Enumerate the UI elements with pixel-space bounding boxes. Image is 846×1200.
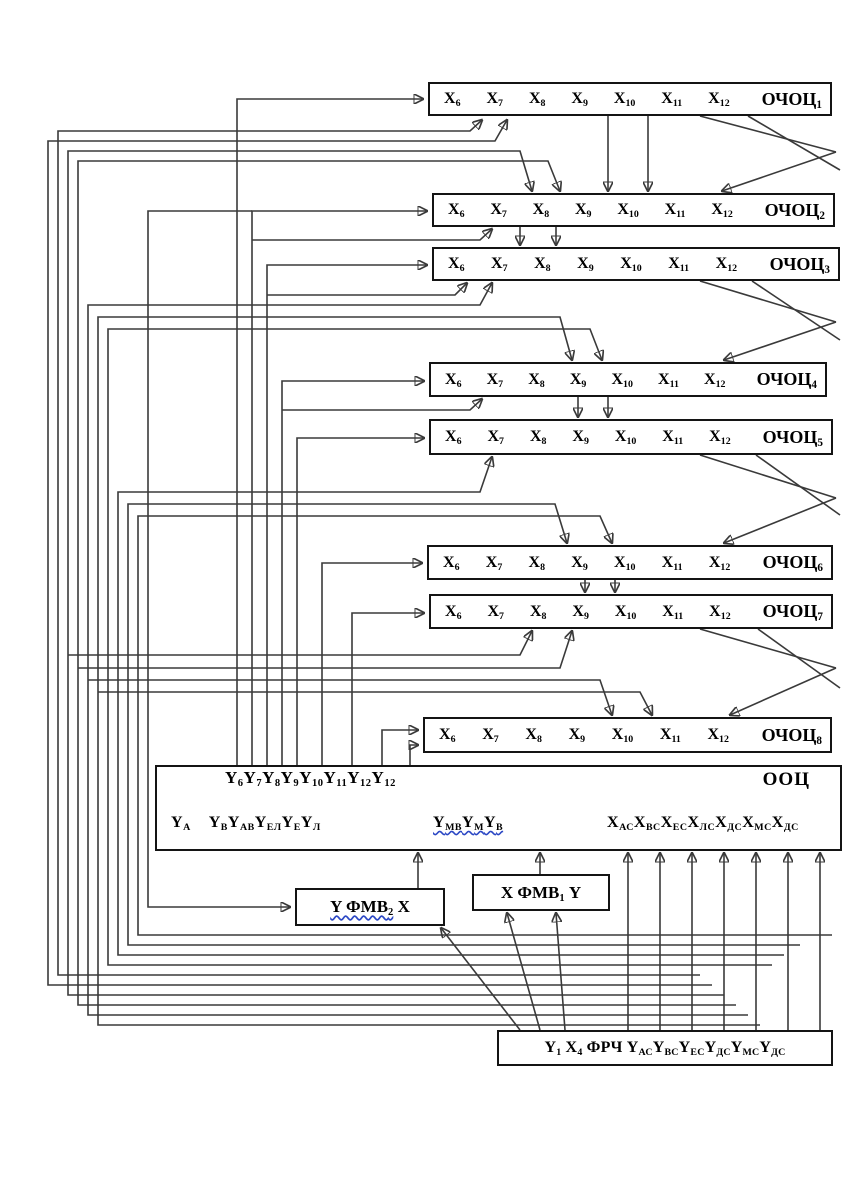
x-cell: X8 [528, 553, 546, 573]
x-cell: X11 [662, 428, 684, 447]
x-cell: X6 [445, 428, 462, 447]
ochoc-label: ОЧОЦ7 [762, 601, 823, 624]
x-cell: X12 [704, 370, 726, 390]
x-cell: X9 [568, 726, 586, 745]
x-cell: X9 [577, 255, 594, 274]
x-cell: X10 [617, 201, 639, 220]
x-cell: X10 [620, 255, 642, 274]
x-cell: X9 [574, 201, 592, 220]
x-cell: X11 [661, 90, 683, 109]
x-cell: X8 [532, 201, 550, 220]
x-cell: X7 [487, 602, 504, 622]
ochoc-label: ОЧОЦ5 [762, 426, 823, 449]
x-cell: X11 [664, 201, 686, 220]
x-cell: X12 [708, 553, 731, 573]
x-cell: X6 [448, 201, 465, 220]
x-cell: X12 [709, 428, 731, 447]
x-cell: X6 [444, 90, 461, 109]
x-cell: X6 [445, 370, 462, 390]
frch-text: Y1 X4 ФРЧ YАСYВСYЕСYДСYМСYДС [544, 1039, 786, 1058]
x-cell: X9 [572, 428, 589, 447]
x-cell: X10 [613, 90, 636, 109]
ochoc-box-5: X6 X7 X8 X9 X10 X11 X12 ОЧОЦ5 [429, 419, 833, 455]
fmv2-box: Y ФМВ2 X [295, 888, 445, 926]
ochoc-box-1: X6 X7 X8 X9 X10 X11 X12 ОЧОЦ1 [428, 82, 832, 116]
x-cell: X7 [487, 428, 504, 447]
ochoc-label: ОЧОЦ6 [762, 552, 823, 575]
ochoc-label: ОЧОЦ8 [761, 724, 822, 747]
fmv2-output: X [393, 897, 410, 916]
ochoc-label: ОЧОЦ1 [761, 88, 822, 111]
x-cell: X11 [659, 726, 681, 745]
ochoc-box-4: X6 X7 X8 X9 X10 X11 X12 ОЧОЦ4 [429, 362, 827, 397]
ochoc-box-2: X6 X7 X8 X9 X10 X11 X12 ОЧОЦ2 [432, 193, 835, 227]
x-cell: X9 [571, 90, 588, 109]
x-cell: X11 [662, 602, 684, 622]
ooc-top-outputs: Y6Y7Y8Y9Y10Y11Y12Y12 [225, 768, 396, 789]
ochoc-box-8: X6 X7 X8 X9 X10 X11 X12 ОЧОЦ8 [423, 717, 832, 753]
x-cell: X12 [715, 255, 738, 274]
ochoc-label: ОЧОЦ4 [756, 369, 817, 392]
frch-box: Y1 X4 ФРЧ YАСYВСYЕСYДСYМСYДС [497, 1030, 833, 1066]
x-cell: X8 [528, 370, 545, 390]
x-cell: X7 [486, 370, 504, 390]
x-cell: X7 [485, 553, 503, 573]
ooc-box: Y6Y7Y8Y9Y10Y11Y12Y12 ООЦ YА YВYАВYЕЛYЕYЛ… [155, 765, 842, 851]
x-cell: X10 [611, 726, 634, 745]
x-cell: X10 [614, 553, 636, 573]
ochoc-box-6: X6 X7 X8 X9 X10 X11 X12 ОЧОЦ6 [427, 545, 833, 580]
x-cell: X9 [569, 370, 587, 390]
x-cell: X6 [445, 602, 462, 622]
fmv1-text: X ФМВ1 Y [500, 882, 582, 904]
x-cell: X8 [529, 602, 547, 622]
x-cell: X8 [528, 90, 546, 109]
fmv2-underlined-text: Y ФМВ2 [330, 897, 394, 918]
x-cell: X8 [529, 428, 547, 447]
x-cell: X9 [572, 602, 589, 622]
x-cell: X9 [571, 553, 588, 573]
x-cell: X12 [709, 602, 731, 622]
ochoc-box-3: X6 X7 X8 X9 X10 X11 X12 ОЧОЦ3 [432, 247, 840, 281]
x-cell: X8 [534, 255, 551, 274]
ochoc-box-7: X6 X7 X8 X9 X10 X11 X12 ОЧОЦ7 [429, 594, 833, 629]
x-cell: X12 [707, 726, 729, 745]
x-cell: X6 [439, 726, 456, 745]
x-cell: X7 [491, 255, 508, 274]
x-cell: X10 [614, 428, 637, 447]
x-cell: X11 [661, 553, 683, 573]
x-cell: X7 [490, 201, 507, 220]
x-cell: X7 [482, 726, 499, 745]
ochoc-label: ОЧОЦ3 [769, 253, 830, 276]
ooc-bottom-mid-signals: YМВYМYВ [433, 814, 504, 833]
x-cell: X12 [711, 201, 733, 220]
ochoc-label: ОЧОЦ2 [764, 199, 825, 222]
x-cell: X6 [443, 553, 460, 573]
ooc-bottom-right-inputs: XАСXВСXЕСXЛСXДСXМСXДС [607, 814, 799, 833]
x-cell: X8 [525, 726, 542, 745]
x-cell: X6 [448, 255, 465, 274]
x-cell: X12 [708, 90, 730, 109]
ooc-label: ООЦ [762, 769, 810, 790]
x-cell: X11 [668, 255, 690, 274]
x-cell: X7 [486, 90, 503, 109]
x-cell: X10 [611, 370, 633, 390]
fmv1-box: X ФМВ1 Y [472, 874, 610, 911]
x-cell: X10 [614, 602, 637, 622]
ooc-bottom-left-signals: YА YВYАВYЕЛYЕYЛ [171, 814, 321, 833]
x-cell: X11 [658, 370, 679, 390]
